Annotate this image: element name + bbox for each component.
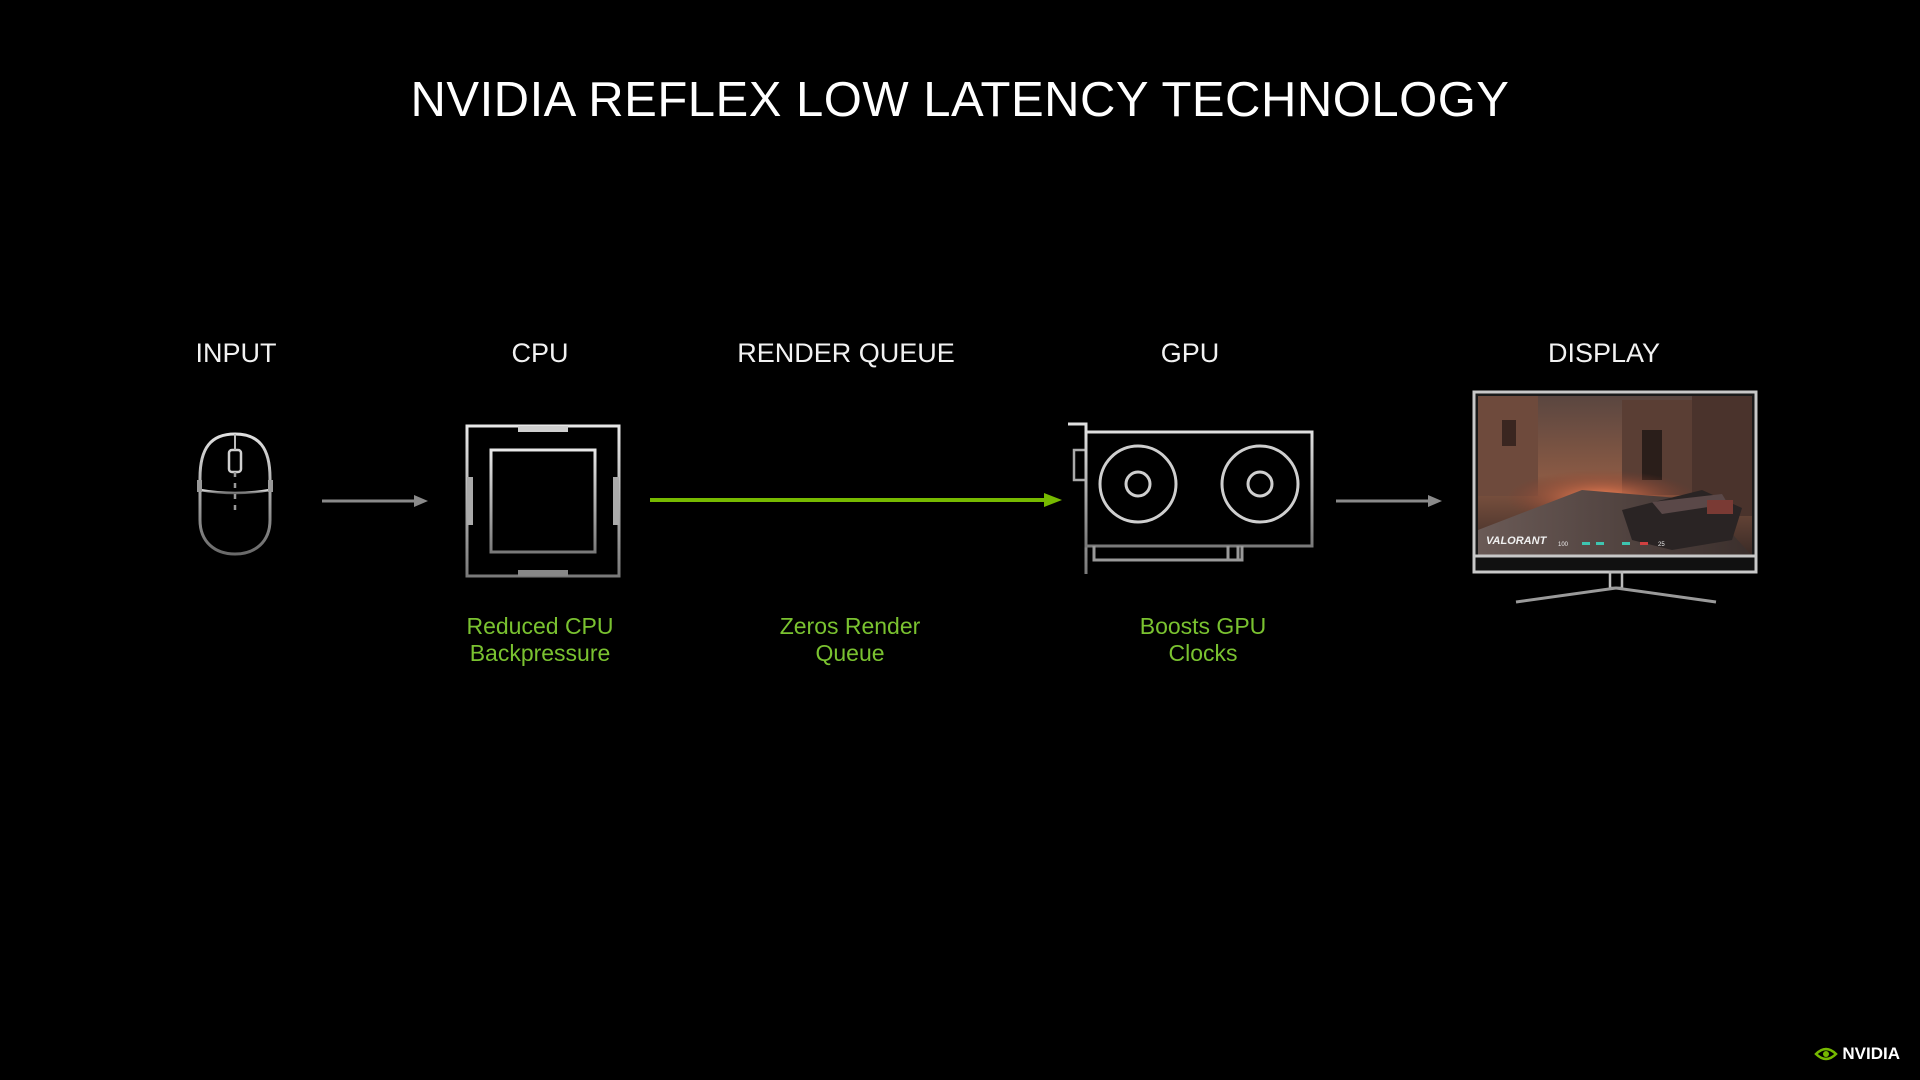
arrow-input-to-cpu <box>322 495 428 507</box>
note-cpu: Reduced CPU Backpressure <box>466 613 614 666</box>
nvidia-logo-icon <box>1814 1047 1839 1061</box>
hud-health: 100 <box>1558 542 1569 548</box>
game-logo-text: VALORANT <box>1486 535 1548 547</box>
cpu-chip-icon <box>465 424 621 578</box>
hud-ammo: 25 <box>1658 542 1665 548</box>
nvidia-logo-text: NVIDIA <box>1842 1044 1900 1063</box>
note-render-queue: Zeros Render Queue <box>779 613 921 666</box>
stage-label-render-queue: RENDER QUEUE <box>737 338 955 368</box>
stage-label-cpu: CPU <box>511 338 569 368</box>
gpu-card-icon <box>1068 422 1314 574</box>
mouse-icon <box>197 432 273 556</box>
arrow-gpu-to-display <box>1336 495 1442 507</box>
stage-label-gpu: GPU <box>1160 338 1220 368</box>
note-gpu: Boosts GPU Clocks <box>1139 613 1267 666</box>
arrow-render-queue[interactable] <box>648 488 1064 512</box>
stage-label-display: DISPLAY <box>1547 338 1661 368</box>
nvidia-logo: NVIDIA <box>1814 1044 1900 1064</box>
page-title: NVIDIA REFLEX LOW LATENCY TECHNOLOGY <box>410 73 1510 127</box>
stage-label-input: INPUT <box>195 338 277 368</box>
monitor-icon: VALORANT 100 25 <box>1472 390 1758 604</box>
